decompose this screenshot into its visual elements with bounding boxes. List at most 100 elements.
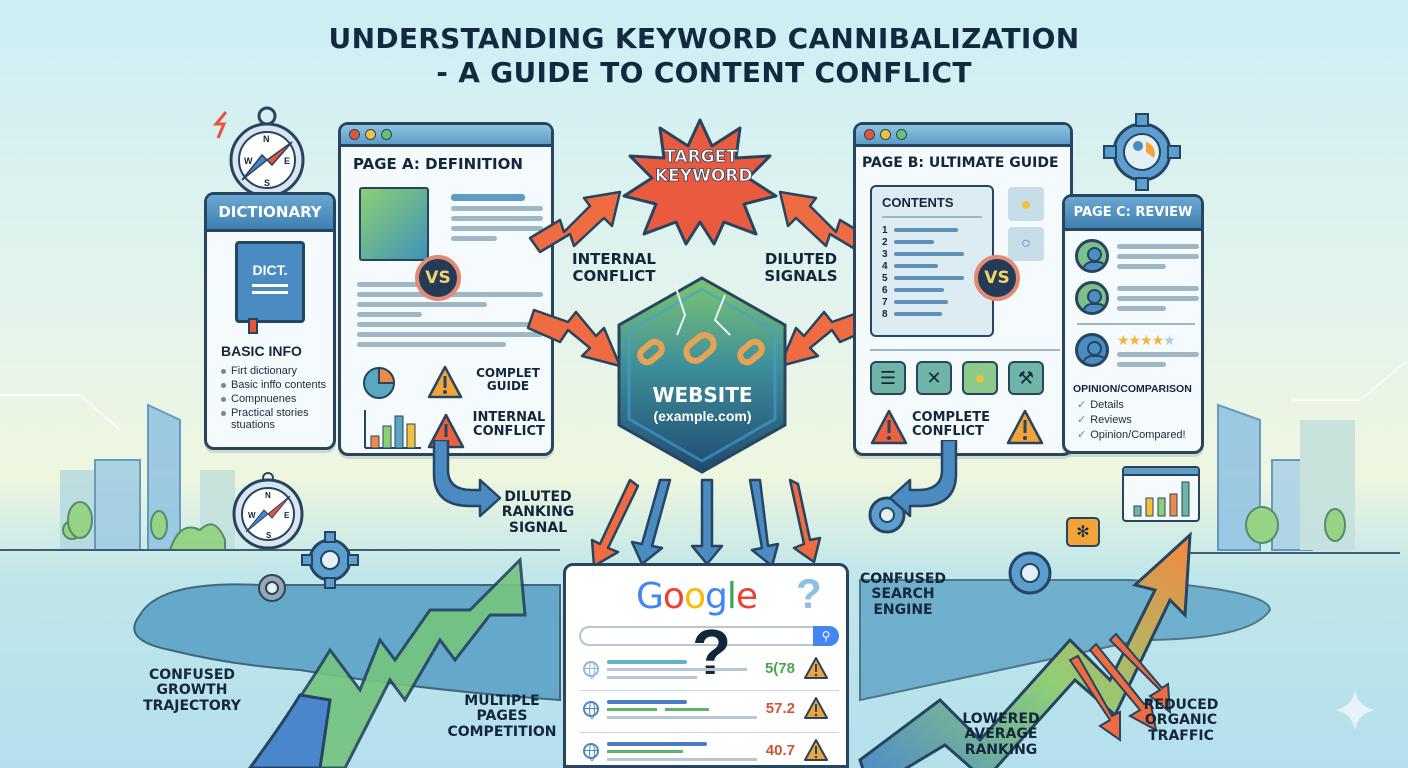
compass-icon: N S W E [229, 106, 305, 198]
reduced-organic-traffic-label: REDUCED ORGANIC TRAFFIC [1143, 697, 1219, 744]
page-b-window: PAGE B: ULTIMATE GUIDE CONTENTS 1 2 3 4 … [853, 122, 1073, 456]
confused-search-engine-label: CONFUSED SEARCH ENGINE [859, 571, 947, 618]
search-result-row[interactable]: 57.2 [579, 697, 839, 736]
toc-item: 4 [882, 260, 982, 272]
toc-item: 2 [882, 236, 982, 248]
bullet-item: Firt dictionary [219, 365, 335, 377]
review-item [1075, 239, 1199, 274]
avatar [1075, 239, 1109, 273]
warning-icon [1006, 409, 1044, 445]
check-icon: ✓ [1077, 414, 1087, 426]
dictionary-card: DICTIONARY DICT. BASIC INFO Firt diction… [204, 192, 336, 450]
target-keyword-burst-icon [622, 118, 778, 246]
page-title: UNDERSTANDING KEYWORD CANNIBALIZATION - … [0, 22, 1408, 90]
title-line-1: UNDERSTANDING KEYWORD CANNIBALIZATION [328, 22, 1080, 55]
compass-icon: N S W E [232, 472, 304, 550]
toc-item: 8 [882, 308, 982, 320]
warning-icon [804, 739, 828, 761]
toc-item: 3 [882, 248, 982, 260]
question-mark-icon: ? [796, 570, 822, 617]
svg-text:W: W [248, 511, 256, 520]
diluted-signals-label: DILUTED SIGNALS [764, 250, 838, 285]
page-b-title: PAGE B: ULTIMATE GUIDE [862, 155, 1059, 171]
basic-info-title: BASIC INFO [221, 343, 302, 359]
target-keyword-label: TARGET KEYWORD [655, 147, 753, 186]
dictionary-bullets: Firt dictionary Basic inffo contents Com… [219, 365, 335, 433]
complet-guide-label: COMPLET GUIDE [476, 366, 540, 394]
bullet-item: Practical stories stuations [219, 407, 335, 431]
search-result-row[interactable]: 5(78 [579, 657, 839, 696]
internal-conflict-label: INTERNAL CONFLICT [472, 410, 546, 440]
page-a-title: PAGE A: DEFINITION [353, 155, 523, 173]
text-lines-bottom [357, 317, 543, 352]
gear-icon [1008, 551, 1052, 595]
check-item: ✓Reviews [1077, 414, 1132, 426]
gear-icon [868, 496, 906, 534]
page-c-checks: ✓Details ✓Reviews ✓Opinion/Compared! [1077, 398, 1186, 443]
gear-person-icon [1103, 113, 1181, 191]
internal-conflict-center-label: INTERNAL CONFLICT [572, 250, 656, 285]
complete-conflict-label: COMPLETE CONFLICT [912, 410, 990, 440]
opinion-comparison-title: OPINION/COMPARISON [1073, 383, 1192, 395]
warning-icon [804, 657, 828, 679]
svg-text:E: E [284, 511, 290, 520]
gear-icon [258, 574, 286, 602]
globe-icon [583, 743, 599, 761]
toc-item: 7 [882, 296, 982, 308]
globe-icon [583, 661, 599, 679]
lightbulb-tile-icon: ● [962, 361, 998, 395]
globe-icon [583, 701, 599, 719]
google-logo: Google [636, 576, 758, 617]
check-item: ✓Opinion/Compared! [1077, 429, 1186, 441]
big-question-mark-icon: ? [692, 616, 732, 688]
result-score: 5(78 [764, 660, 795, 677]
bullet-item: Basic inffo contents [219, 379, 335, 391]
book-label: DICT. [252, 262, 288, 278]
warning-icon [870, 409, 908, 445]
search-input[interactable]: ⚲ [579, 626, 839, 646]
diluted-ranking-signal-label: DILUTED RANKING SIGNAL [501, 489, 575, 536]
window-titlebar [341, 125, 551, 147]
toc-item: 1 [882, 224, 982, 236]
review-item: ★★★★★ [1075, 333, 1199, 372]
alert-speech-bubble-icon: ✻ [1066, 517, 1100, 547]
title-line-2: - A GUIDE TO CONTENT CONFLICT [436, 56, 972, 89]
gear-icon [301, 531, 359, 589]
search-result-row[interactable]: 40.7 [579, 739, 839, 768]
website-domain: (example.com) [653, 408, 752, 424]
avatar [1075, 333, 1109, 367]
svg-text:S: S [266, 531, 272, 540]
check-icon: ✓ [1077, 399, 1087, 411]
avatar [1075, 281, 1109, 315]
website-hexagon-icon [617, 276, 787, 474]
svg-text:W: W [244, 156, 253, 166]
lowered-average-ranking-label: LOWERED AVERAGE RANKING [962, 711, 1040, 758]
window-titlebar [856, 125, 1070, 147]
wrench-tile-icon: ⚒ [1008, 361, 1044, 395]
search-button[interactable]: ⚲ [813, 626, 839, 646]
pie-chart-icon [363, 366, 396, 399]
lightbulb-tile-icon: ● [1008, 187, 1044, 221]
search-engine-card: Google ? ⚲ ? 5(78 57.2 40.7 [563, 563, 849, 768]
check-icon: ✓ [1077, 429, 1087, 441]
sparkle-icon [1335, 690, 1375, 730]
page-c-header: PAGE C: REVIEW [1065, 197, 1201, 231]
svg-text:S: S [264, 178, 270, 188]
svg-text:N: N [263, 134, 270, 144]
bulb-outline-tile-icon: ○ [1008, 227, 1044, 261]
analytics-window-icon [1122, 466, 1200, 522]
flow-arrows-down [432, 440, 958, 568]
review-item [1075, 281, 1199, 316]
bullet-item: Compnuenes [219, 393, 335, 405]
toc-item: 6 [882, 284, 982, 296]
svg-text:N: N [265, 491, 271, 500]
warning-icon [804, 697, 828, 719]
lightning-icon [212, 111, 228, 139]
dictionary-header: DICTIONARY [207, 195, 333, 232]
check-item: ✓Details [1077, 399, 1124, 411]
contents-box: CONTENTS 1 2 3 4 5 6 7 8 [870, 185, 994, 337]
svg-text:E: E [284, 156, 290, 166]
bar-chart-icon [364, 410, 421, 449]
vs-badge: VS [415, 255, 461, 301]
text-lines-top [451, 189, 543, 246]
